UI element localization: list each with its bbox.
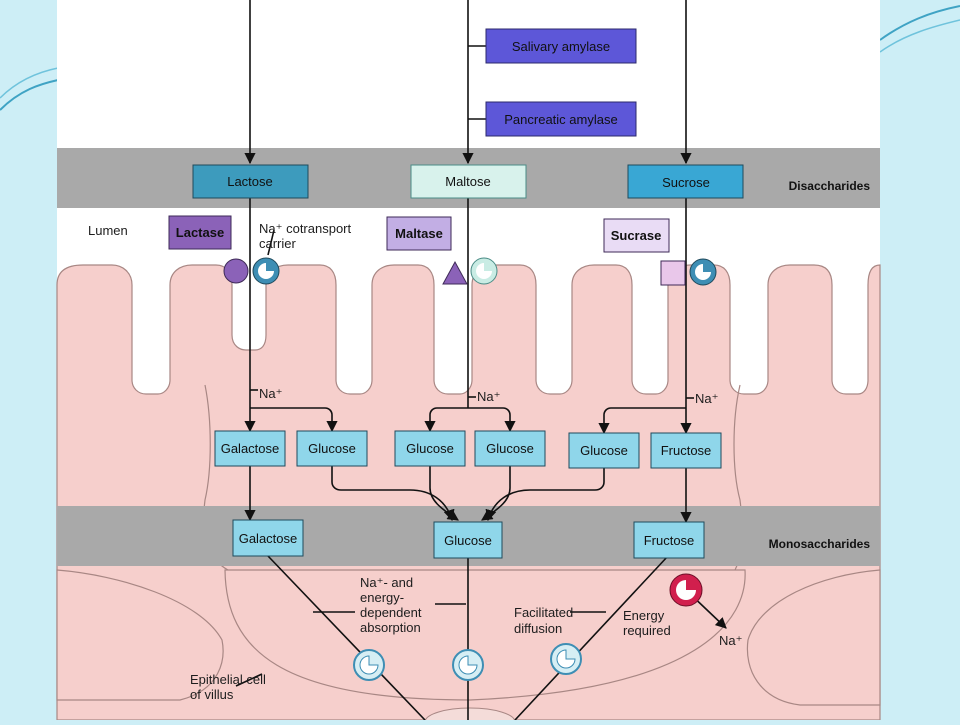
svg-text:Glucose: Glucose <box>444 533 492 548</box>
svg-text:Glucose: Glucose <box>580 443 628 458</box>
svg-text:Maltase: Maltase <box>395 226 443 241</box>
svg-text:Glucose: Glucose <box>308 441 356 456</box>
sodium-label-sucrose: Na⁺ <box>695 391 718 406</box>
fructose-monosaccharide-box: Fructose <box>633 521 705 559</box>
sodium-label-maltose: Na⁺ <box>477 389 500 404</box>
flow-arrows <box>235 0 727 721</box>
na-energy-dependent-annotation: Na⁺- and energy- dependent absorption <box>360 575 422 635</box>
basolateral-carrier-glucose <box>452 649 484 681</box>
svg-text:Fructose: Fructose <box>644 533 695 548</box>
maltase-enzyme-triangle <box>442 260 468 285</box>
svg-text:Sucrose: Sucrose <box>662 175 710 190</box>
sodium-label-exit: Na⁺ <box>719 633 742 648</box>
maltose-cotransport-carrier <box>470 257 498 285</box>
facilitated-diffusion-annotation: Facilitated diffusion <box>514 605 573 636</box>
svg-text:Glucose: Glucose <box>486 441 534 456</box>
svg-text:Energy: Energy <box>623 608 665 623</box>
maltase-box: Maltase <box>386 216 452 251</box>
sodium-label-lactose: Na⁺ <box>259 386 282 401</box>
sucrose-box: Sucrose <box>627 164 744 199</box>
glucose-monosaccharide-box: Glucose <box>433 521 503 559</box>
svg-text:Na⁺- and: Na⁺- and <box>360 575 413 590</box>
maltose-box: Maltose <box>410 164 527 199</box>
svg-text:absorption: absorption <box>360 620 421 635</box>
svg-text:Fructose: Fructose <box>661 443 712 458</box>
glucose-intracellular-box-2: Glucose <box>394 430 466 467</box>
svg-text:Galactose: Galactose <box>221 441 280 456</box>
svg-text:dependent: dependent <box>360 605 422 620</box>
glucose-intracellular-box-3: Glucose <box>474 430 546 467</box>
slide-swoosh-decoration <box>0 5 960 111</box>
energy-required-annotation: Energy required <box>623 608 671 638</box>
galactose-intracellular-box: Galactose <box>214 430 286 467</box>
monosaccharides-band-label: Monosaccharides <box>769 537 871 551</box>
sucrase-enzyme-square <box>660 260 686 286</box>
epithelial-cell-layer <box>56 264 881 725</box>
basolateral-carrier-galactose <box>353 649 385 681</box>
lactose-box: Lactose <box>192 164 309 199</box>
basolateral-carrier-fructose <box>550 643 582 675</box>
lactase-box: Lactase <box>168 215 232 250</box>
glucose-intracellular-box-1: Glucose <box>296 430 368 467</box>
lumen-label: Lumen <box>88 223 128 238</box>
cotransport-label-line-2: carrier <box>259 236 297 251</box>
glucose-intracellular-box-4: Glucose <box>568 432 640 469</box>
svg-text:Facilitated: Facilitated <box>514 605 573 620</box>
svg-text:Lactose: Lactose <box>227 174 273 189</box>
energy-required-pump <box>669 573 703 607</box>
galactose-monosaccharide-box: Galactose <box>232 519 304 557</box>
svg-text:of villus: of villus <box>190 687 234 702</box>
svg-text:Glucose: Glucose <box>406 441 454 456</box>
epithelial-cell-annotation: Epithelial cell of villus <box>190 672 266 702</box>
svg-text:Sucrase: Sucrase <box>611 228 662 243</box>
salivary-amylase-box: Salivary amylase <box>485 28 637 64</box>
lactase-enzyme-circle <box>223 258 249 284</box>
svg-text:Galactose: Galactose <box>239 531 298 546</box>
sucrase-box: Sucrase <box>603 218 670 253</box>
cotransport-label-line-1: Na⁺ cotransport <box>259 221 352 236</box>
sucrose-cotransport-carrier <box>689 258 717 286</box>
svg-text:Maltose: Maltose <box>445 174 491 189</box>
fructose-intracellular-box: Fructose <box>650 432 722 469</box>
svg-text:diffusion: diffusion <box>514 621 562 636</box>
svg-text:Pancreatic amylase: Pancreatic amylase <box>504 112 617 127</box>
svg-text:Salivary amylase: Salivary amylase <box>512 39 610 54</box>
pancreatic-amylase-box: Pancreatic amylase <box>485 101 637 137</box>
disaccharides-band-label: Disaccharides <box>789 179 871 193</box>
svg-text:required: required <box>623 623 671 638</box>
svg-text:energy-: energy- <box>360 590 404 605</box>
svg-text:Epithelial cell: Epithelial cell <box>190 672 266 687</box>
svg-text:Lactase: Lactase <box>176 225 224 240</box>
lactose-cotransport-carrier <box>252 257 280 285</box>
